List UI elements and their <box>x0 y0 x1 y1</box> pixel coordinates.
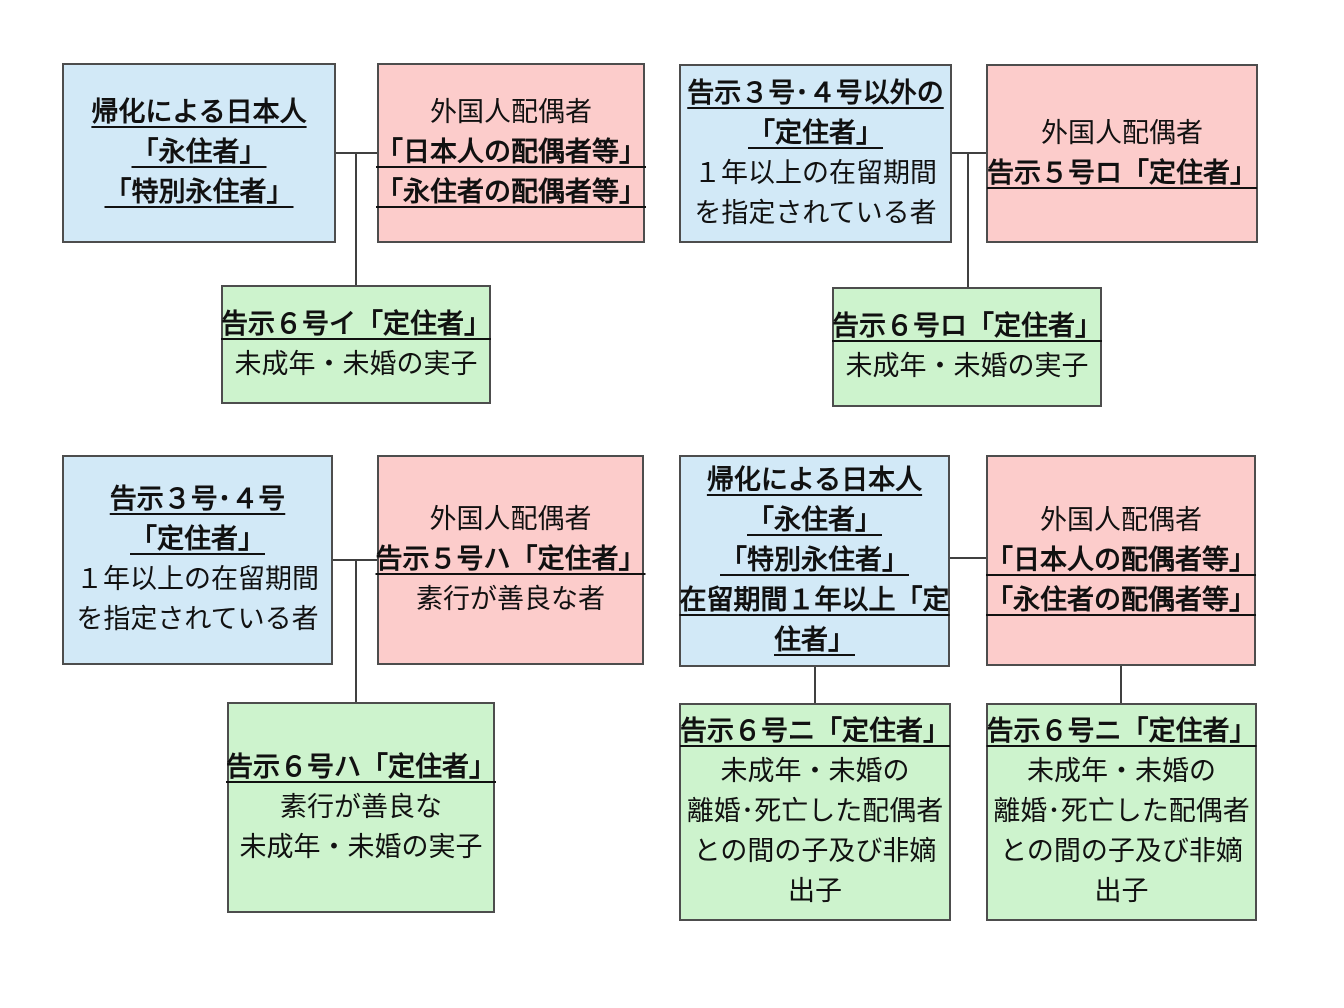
box-notice6-ha-teijusha: 告示６号ハ「定住者」 素行が善良な 未成年・未婚の実子 <box>226 702 496 913</box>
box-naturalized-japanese-permanent-resident: 帰化による日本人 「永住者」 「特別永住者」 <box>62 63 336 243</box>
text-line: 未成年・未婚の <box>1027 756 1216 787</box>
text-line: 帰化による日本人 <box>91 97 307 128</box>
text-line: を指定されている者 <box>76 604 319 635</box>
text-line: 出子 <box>788 876 842 907</box>
text-line: 帰化による日本人 <box>706 465 923 496</box>
text-line: 住者」 <box>774 625 855 656</box>
box-teijusha-other-than-notice3-4: 告示３号･４号以外の 「定住者」 １年以上の在留期間 を指定されている者 <box>679 64 952 243</box>
text-line: 外国人配偶者 <box>430 97 592 128</box>
box-notice6-ro-teijusha: 告示６号ロ「定住者」 未成年・未婚の実子 <box>832 287 1102 407</box>
connector-g2-horizontal <box>952 152 986 154</box>
text-line: との間の子及び非嫡 <box>1000 836 1243 867</box>
box-naturalized-japanese-teijusha-1year: 帰化による日本人 「永住者」 「特別永住者」 在留期間１年以上「定 住者」 <box>679 455 950 667</box>
box-notice6-i-teijusha: 告示６号イ「定住者」 未成年・未婚の実子 <box>221 285 491 404</box>
box-foreign-spouse-of-japanese: 外国人配偶者 「日本人の配偶者等」 「永住者の配偶者等」 <box>376 63 646 243</box>
text-line: 在留期間１年以上「定 <box>679 585 950 616</box>
text-line: 未成年・未婚の実子 <box>845 351 1089 382</box>
text-line: 素行が善良な者 <box>416 584 605 615</box>
connector-g4-vertical-right <box>1120 666 1122 703</box>
connector-g2-vertical <box>967 152 969 287</box>
box-foreign-spouse-of-japanese-2: 外国人配偶者 「日本人の配偶者等」 「永住者の配偶者等」 <box>986 455 1256 666</box>
box-notice3-4-teijusha: 告示３号･４号 「定住者」 １年以上の在留期間 を指定されている者 <box>62 455 333 665</box>
text-line: 素行が善良な <box>280 791 442 823</box>
text-line: 外国人配偶者 <box>429 504 592 535</box>
connector-g1-vertical <box>355 152 357 285</box>
text-line: 外国人配偶者 <box>1040 504 1202 536</box>
box-foreign-spouse-notice5-ha: 外国人配偶者 告示５号ハ「定住者」 素行が善良な者 <box>375 455 646 665</box>
text-line: 未成年・未婚の <box>720 756 910 787</box>
text-line: 「日本人の配偶者等」 <box>376 137 646 168</box>
box-notice6-ni-teijusha-right: 告示６号ニ「定住者」 未成年・未婚の 離婚･死亡した配偶者 との間の子及び非嫡 … <box>986 703 1257 921</box>
text-line: 「特別永住者」 <box>720 545 909 576</box>
text-line: 告示６号ニ「定住者」 <box>986 716 1257 747</box>
connector-g4-vertical-left <box>814 667 816 703</box>
text-line: 「永住者の配偶者等」 <box>986 584 1256 616</box>
text-line: 「定住者」 <box>130 524 265 555</box>
text-line: 告示３号･４号以外の <box>687 77 944 109</box>
text-line: 離婚･死亡した配偶者 <box>993 796 1250 827</box>
text-line: 告示６号イ「定住者」 <box>221 308 491 340</box>
connector-g3-vertical <box>355 559 357 702</box>
box-notice6-ni-teijusha-left: 告示６号ニ「定住者」 未成年・未婚の 離婚･死亡した配偶者 との間の子及び非嫡 … <box>679 703 951 921</box>
text-line: 未成年・未婚の実子 <box>239 831 483 863</box>
text-line: 「永住者」 <box>747 505 882 536</box>
text-line: 「永住者」 <box>131 137 267 168</box>
text-line: 未成年・未婚の実子 <box>234 348 478 380</box>
text-line: 告示５号ハ「定住者」 <box>375 544 646 575</box>
text-line: 離婚･死亡した配偶者 <box>686 796 944 827</box>
text-line: １年以上の在留期間 <box>76 564 319 595</box>
text-line: を指定されている者 <box>694 197 937 229</box>
text-line: 「特別永住者」 <box>104 177 294 208</box>
text-line: 告示６号ロ「定住者」 <box>832 311 1102 342</box>
text-line: 告示３号･４号 <box>109 484 286 515</box>
connector-g4-horizontal <box>950 557 986 559</box>
text-line: 出子 <box>1094 876 1149 907</box>
text-line: 告示６号ハ「定住者」 <box>226 751 496 783</box>
text-line: 「定住者」 <box>748 117 883 149</box>
text-line: 告示５号ロ「定住者」 <box>987 157 1257 189</box>
box-foreign-spouse-notice5-ro: 外国人配偶者 告示５号ロ「定住者」 <box>986 64 1258 243</box>
text-line: １年以上の在留期間 <box>694 157 937 189</box>
text-line: との間の子及び非嫡 <box>693 836 937 867</box>
text-line: 告示６号ニ「定住者」 <box>680 716 950 747</box>
text-line: 「日本人の配偶者等」 <box>986 544 1256 576</box>
text-line: 「永住者の配偶者等」 <box>376 177 646 208</box>
text-line: 外国人配偶者 <box>1041 117 1203 149</box>
